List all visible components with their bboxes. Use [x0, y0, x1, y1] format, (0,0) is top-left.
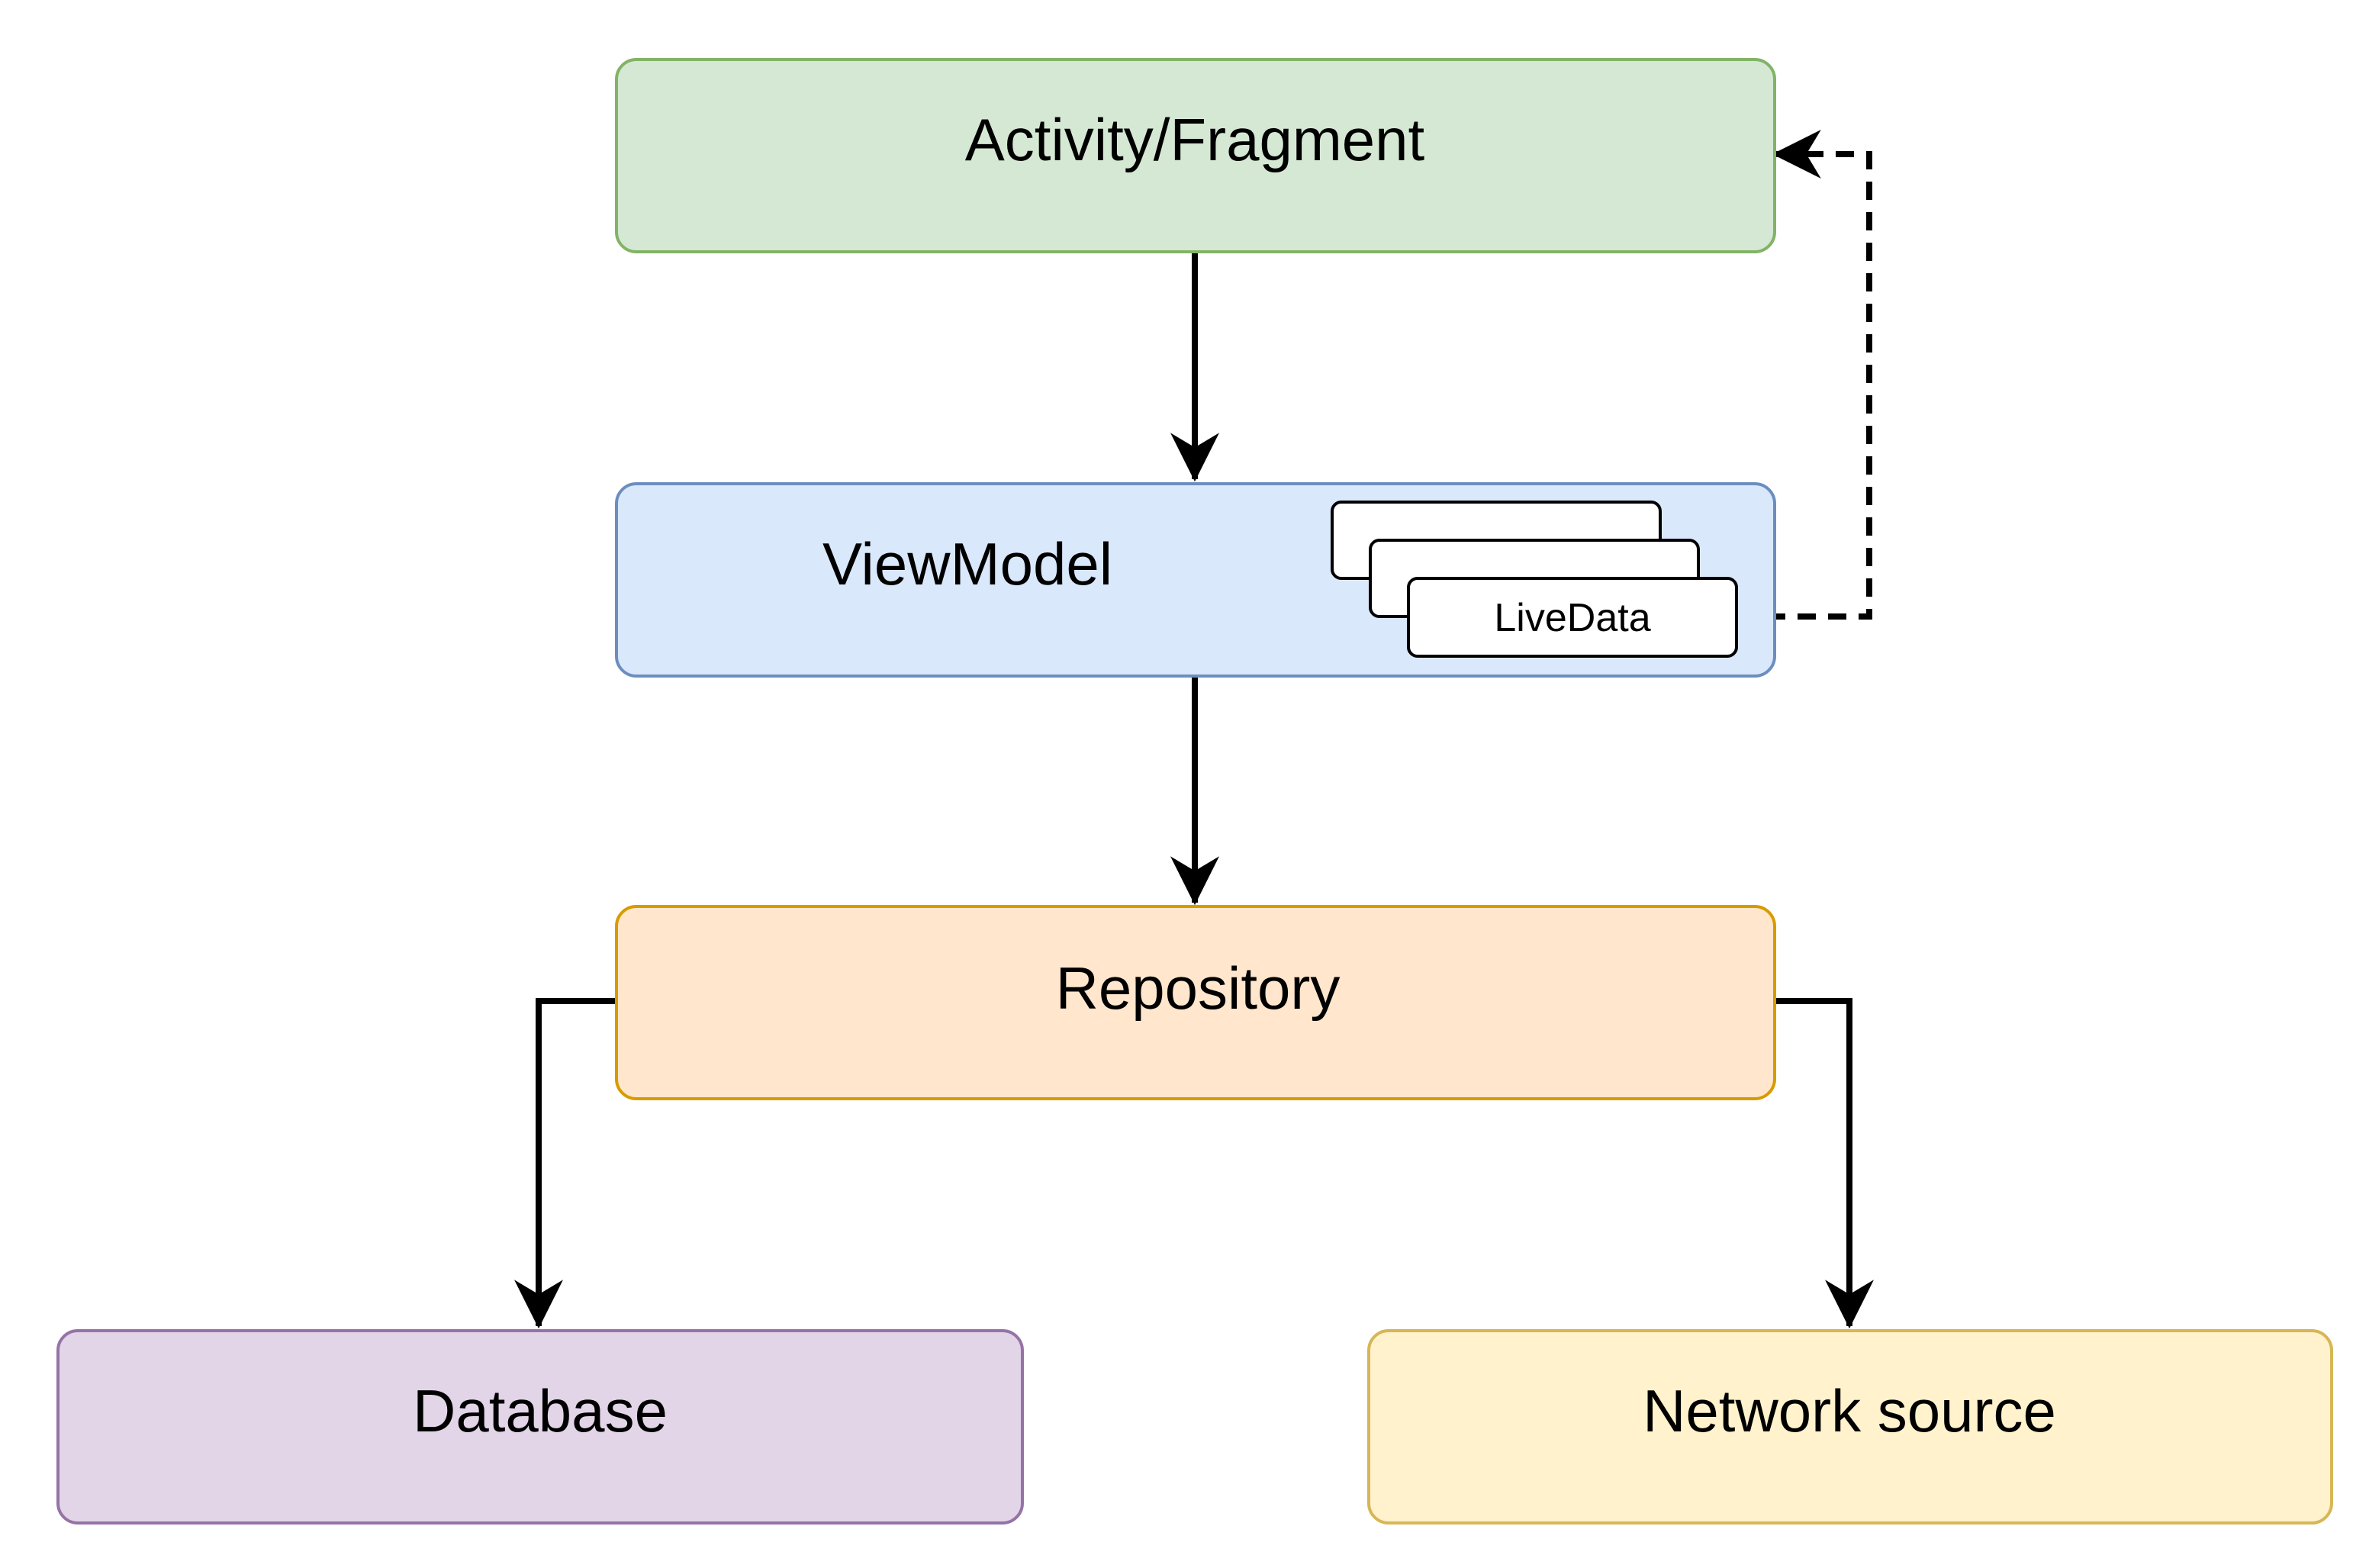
livedata-card-front [1407, 577, 1738, 658]
node-network-source: Network source [1367, 1329, 2333, 1525]
node-activity-fragment: Activity/Fragment [615, 58, 1776, 253]
repository-box [615, 905, 1776, 1100]
livedata-label: LiveData [1494, 596, 1650, 640]
viewmodel-label: ViewModel [822, 530, 1112, 597]
edges [514, 130, 1874, 1329]
activity-fragment-label: Activity/Fragment [965, 106, 1425, 173]
livedata-stack: LiveData [1331, 501, 1738, 658]
database-label: Database [413, 1377, 668, 1444]
network-source-label: Network source [1643, 1377, 2056, 1444]
node-database: Database [56, 1329, 1024, 1525]
edge-repository-to-network [1775, 998, 1874, 1329]
node-repository: Repository [615, 905, 1776, 1100]
database-box [56, 1329, 1024, 1525]
edge-repository-to-database [514, 998, 616, 1329]
node-viewmodel: ViewModel LiveData [615, 482, 1776, 678]
network-source-box [1367, 1329, 2333, 1525]
edge-livedata-to-activity [1737, 130, 1872, 620]
repository-label: Repository [1056, 955, 1341, 1022]
activity-fragment-box [615, 58, 1776, 253]
